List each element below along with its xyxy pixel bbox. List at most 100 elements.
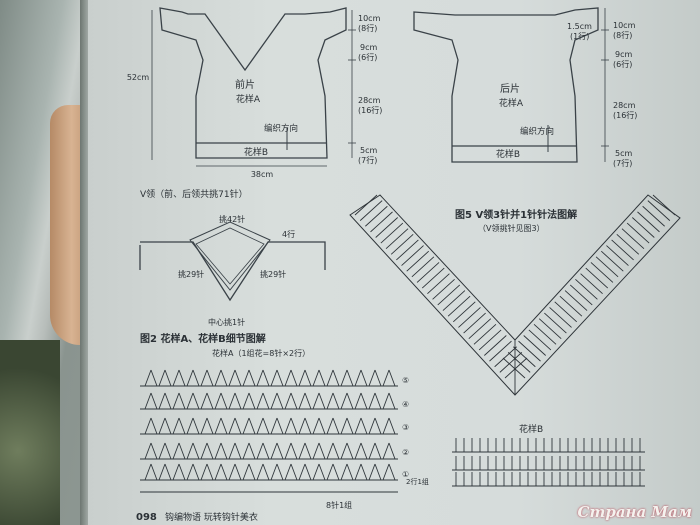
fig2-stitch [178,442,186,460]
fig2-stitch [164,463,172,481]
fig2-stitch [276,463,284,481]
front-height: 52cm [127,73,150,82]
fig2-stitch [312,463,320,481]
fig5-stitch-mark [626,222,650,244]
fig2-stitch [382,417,390,435]
back-dim-2b: (6行) [613,59,632,69]
fig2-stitch [270,463,278,481]
fig2-stitch [220,369,228,387]
fig5-stitch-mark [478,329,502,351]
fig2-stitch [304,463,312,481]
fig2-stitch [158,392,166,410]
fig2-stitch [368,369,376,387]
fig2-stitch [220,417,228,435]
fig2-stitch [242,442,250,460]
fig2-stitch [298,392,306,410]
fig2-stitch [220,392,228,410]
fig2-stitch [290,463,298,481]
fig2-stitch [374,392,382,410]
fig2-stitch [332,463,340,481]
fig5-stitch-mark [463,312,486,334]
fig2-stitch [172,463,180,481]
fig2-stitch [234,417,242,435]
fig5-stitch-mark [554,301,578,323]
fig2-stitch [228,442,236,460]
fig5-stitch-mark [585,267,609,289]
front-dim-2b: (6行) [358,52,377,62]
fig2-stitch [360,392,368,410]
fig2-stitch [290,442,298,460]
fig2-stitch [178,369,186,387]
fig2-stitch [186,392,194,410]
fig2-stitch [354,369,362,387]
fig5-stitch-mark [549,307,572,328]
back-dim-4b: (7行) [613,158,632,168]
fig2-stitch [318,392,326,410]
fig2-stitch [360,369,368,387]
fig2-stitch [346,417,354,435]
fig5-stitch-mark [427,273,450,295]
fig2-stitch [234,463,242,481]
fig2-stitch [164,417,172,435]
fig2-stitch [186,442,194,460]
fig2-stitch [242,369,250,387]
fig2-stitch [304,392,312,410]
fig2-stitch [354,417,362,435]
fig2-stitch [332,442,340,460]
fig2-stitch [200,442,208,460]
fig2-stitch [284,392,292,410]
front-dim-3a: 28cm [358,96,381,105]
fig2-stitch [340,463,348,481]
fig2-stitch [290,392,298,410]
fig2-stitch [262,417,270,435]
fig2-stitch [374,442,382,460]
fig2-repeat-bottom: 8针1组 [326,500,352,510]
fig2-stitch [214,442,222,460]
fig5-stitch-mark [652,194,676,216]
back-dim-3a: 28cm [613,101,636,110]
fig2-row-5: ⑤ [402,376,409,385]
fig2-stitch [374,463,382,481]
fig5-stitch-mark [458,307,481,328]
fig2-stitch [368,442,376,460]
fig2-stitch [206,369,214,387]
fig2-stitch [228,417,236,435]
fig2-stitch [298,442,306,460]
fig2-stitch [262,463,270,481]
fig2-stitch [346,392,354,410]
fig2-stitch [256,392,264,410]
fig2-stitch [214,463,222,481]
fig2-stitch [284,463,292,481]
fig5-stitch-mark [401,245,424,266]
fig2-stitch [150,417,158,435]
fig5-stitch-mark [375,217,398,238]
fig2-stitch [326,417,334,435]
fig2-stitch [178,417,186,435]
fig2-stitch [270,417,278,435]
watermark: Страна Мам [577,503,692,521]
fig2-stitch [270,369,278,387]
fig2-stitch [256,417,264,435]
fig2-stitch [234,392,242,410]
fig5-stitch-mark [564,290,588,311]
fig2-stitch [290,417,298,435]
fig2-stitch [382,463,390,481]
front-dim-4a: 5cm [360,146,377,155]
fig5-stitch-mark [502,357,526,379]
fig2-stitch [144,417,152,435]
fig2-stitch [192,463,200,481]
fig2-stitch [340,369,348,387]
fig2-stitch [192,392,200,410]
fig2-stitch [228,463,236,481]
fig2-stitch [206,463,214,481]
fig2-stitch [276,442,284,460]
fig5-stitch-mark [416,262,440,283]
fig2-stitch [150,463,158,481]
fig2-stitch [360,442,368,460]
fig2-stitch [382,369,390,387]
fig2-stitch [178,463,186,481]
fig2-stitch [304,417,312,435]
fig2-stitch-chart [140,369,398,493]
fig2-stitch [192,369,200,387]
fig5-stitch-chart [349,194,681,396]
